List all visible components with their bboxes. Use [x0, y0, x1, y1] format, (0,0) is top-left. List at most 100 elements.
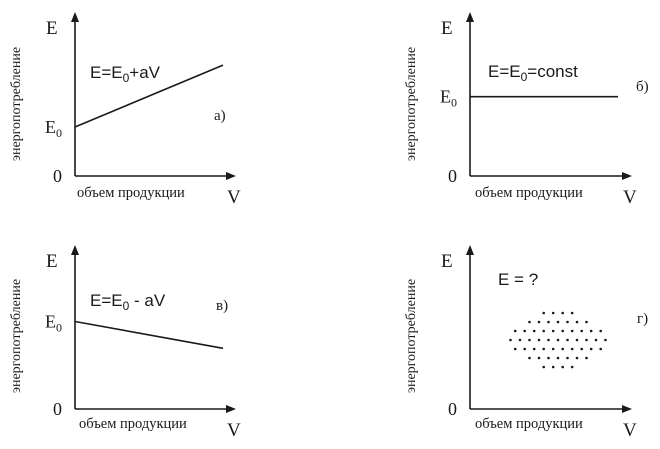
scatter-point [594, 338, 598, 342]
panel-label: б) [636, 79, 649, 95]
equation-label: E = ? [498, 270, 538, 289]
x-axis-label: объем продукции [79, 416, 187, 432]
scatter-point [561, 311, 564, 315]
scatter-point [547, 338, 550, 342]
x-axis-label: объем продукции [475, 416, 583, 432]
scatter-point [542, 347, 545, 351]
scatter-point [585, 356, 588, 360]
scatter-point [599, 347, 602, 351]
equation-label: E=E0 - aV [90, 291, 166, 313]
equation-part: E=E [488, 62, 521, 81]
scatter-point [532, 329, 536, 333]
y-axis-arrow [466, 12, 474, 22]
scatter-point [570, 311, 574, 315]
panel-label: а) [214, 108, 226, 124]
equation-part: =const [527, 62, 578, 81]
x-axis-label: объем продукции [77, 185, 185, 201]
scatter-point [556, 320, 560, 324]
scatter-point [523, 347, 526, 351]
y-axis-arrow [71, 12, 79, 22]
scatter-point [542, 329, 545, 333]
scatter-point [528, 338, 531, 342]
scatter-point [566, 356, 569, 360]
scatter-point [551, 311, 555, 315]
equation-subscript: 0 [521, 70, 528, 84]
y-intercept-subscript: 0 [56, 321, 62, 335]
y-intercept-label: E0 [45, 312, 62, 335]
scatter-point [537, 338, 541, 342]
equation-part: E = ? [498, 270, 538, 289]
scatter-point [570, 365, 574, 369]
y-intercept-base: E [440, 87, 451, 107]
scatter-point [589, 347, 593, 351]
scatter-cloud [509, 311, 607, 369]
scatter-point [547, 320, 550, 324]
y-axis-arrow [71, 245, 79, 255]
x-axis-symbol: V [227, 187, 241, 208]
chart-panel-1: E V 0 объем продукции энергопотребление а) E=E… [9, 12, 241, 208]
scatter-point [547, 356, 550, 360]
scatter-point [575, 320, 579, 324]
scatter-point [575, 338, 579, 342]
scatter-point [585, 338, 588, 342]
panel-label: в) [216, 298, 228, 314]
scatter-point [561, 329, 564, 333]
scatter-point [523, 329, 526, 333]
y-axis-symbol: E [441, 18, 453, 39]
scatter-point [537, 356, 541, 360]
x-axis-symbol: V [227, 420, 241, 441]
x-axis-arrow [226, 172, 236, 180]
scatter-point [575, 356, 579, 360]
scatter-point [551, 347, 555, 351]
equation-label: E=E0+aV [90, 63, 161, 85]
y-intercept-base: E [45, 117, 56, 137]
equation-part: - aV [129, 291, 166, 310]
y-axis-label: энергопотребление [404, 47, 419, 161]
scatter-point [513, 329, 517, 333]
x-axis-arrow [622, 172, 632, 180]
scatter-point [509, 338, 512, 342]
scatter-point [551, 329, 555, 333]
equation-part: E=E [90, 291, 123, 310]
scatter-point [542, 365, 545, 369]
scatter-point [566, 338, 569, 342]
origin-label: 0 [448, 399, 457, 419]
y-axis-symbol: E [46, 251, 58, 272]
x-axis-symbol: V [623, 187, 637, 208]
y-intercept-subscript: 0 [451, 96, 457, 110]
scatter-point [580, 329, 583, 333]
scatter-point [532, 347, 536, 351]
scatter-point [585, 320, 588, 324]
scatter-point [566, 320, 569, 324]
origin-label: 0 [53, 166, 62, 186]
scatter-point [518, 338, 522, 342]
scatter-point [542, 311, 545, 315]
origin-label: 0 [448, 166, 457, 186]
y-axis-symbol: E [441, 251, 453, 272]
scatter-point [599, 329, 602, 333]
x-axis-arrow [226, 405, 236, 413]
scatter-point [528, 320, 531, 324]
scatter-point [570, 347, 574, 351]
equation-subscript: 0 [123, 71, 130, 85]
y-axis-label: энергопотребление [404, 279, 419, 393]
series-line [74, 320, 224, 350]
y-intercept-label: E0 [440, 87, 457, 110]
y-axis-label: энергопотребление [9, 279, 24, 393]
y-intercept-subscript: 0 [56, 126, 62, 140]
y-intercept-base: E [45, 312, 56, 332]
scatter-point [513, 347, 517, 351]
equation-label: E=E0=const [488, 62, 578, 84]
scatter-point [556, 338, 560, 342]
scatter-point [537, 320, 541, 324]
scatter-point [556, 356, 560, 360]
y-axis-label: энергопотребление [9, 47, 24, 161]
scatter-point [580, 347, 583, 351]
equation-subscript: 0 [123, 299, 130, 313]
scatter-point [561, 347, 564, 351]
y-axis-arrow [466, 245, 474, 255]
x-axis-arrow [622, 405, 632, 413]
